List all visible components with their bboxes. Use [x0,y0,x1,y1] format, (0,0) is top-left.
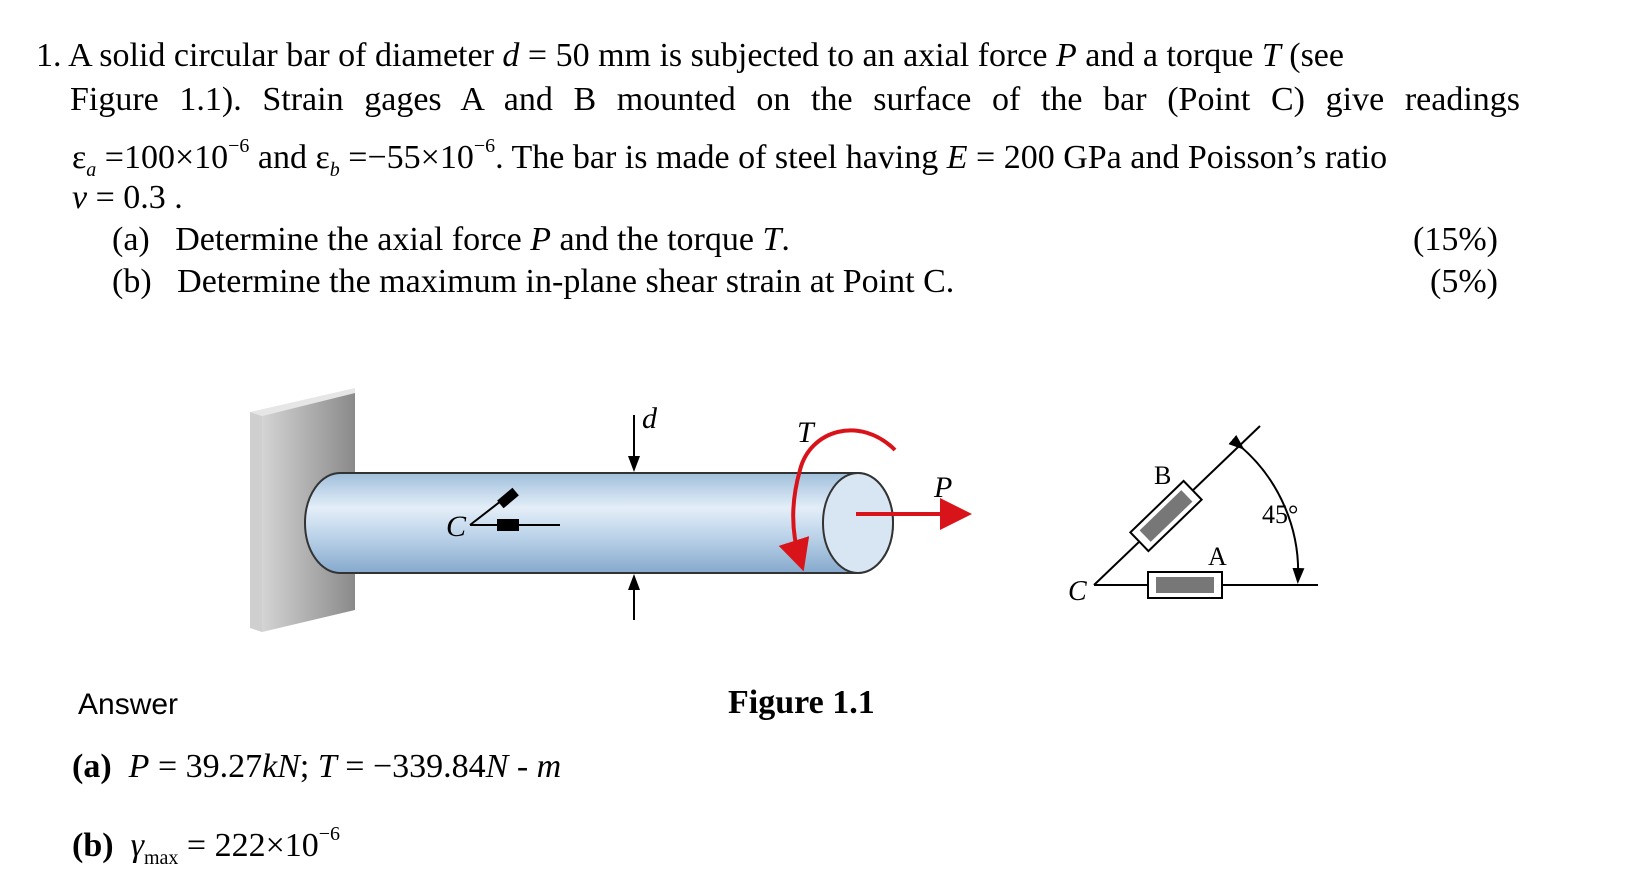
label-b: B [1154,461,1171,490]
circular-bar [304,472,894,574]
label-p: P [933,471,952,504]
answer-b: (b) γmax = 222×10−6 [72,823,341,869]
label-c-bar: C [446,510,467,543]
answer-a: (a) P = 39.27kN; T = −339.84N - m [72,748,562,785]
gauge-a [1147,571,1223,599]
problem-line-1: 1. A solid circular bar of diameter d = … [36,37,1344,74]
figure-caption: Figure 1.1 [728,684,875,721]
label-angle: 45° [1262,500,1298,529]
part-a-marks: (15%) [1413,221,1498,258]
gauge-b [1128,479,1204,553]
part-a: (a) Determine the axial force P and the … [112,221,790,258]
bar-gauges [469,487,560,531]
label-c-rosette: C [1068,576,1087,607]
label-d: d [642,402,658,435]
torque-arrow [778,428,897,572]
problem-line-4: ν = 0.3 . [72,179,183,216]
answer-heading: Answer [78,688,179,721]
problem-number: 1. [36,37,62,74]
label-a: A [1208,542,1227,571]
part-b-marks: (5%) [1430,263,1498,300]
label-t: T [797,416,816,449]
problem-line-2: Figure 1.1). Strain gages A and B mounte… [70,81,1520,118]
problem-line-3: εa =100×10−6 and εb =−55×10−6. The bar i… [72,135,1388,181]
part-b: (b) Determine the maximum in-plane shear… [112,263,955,300]
